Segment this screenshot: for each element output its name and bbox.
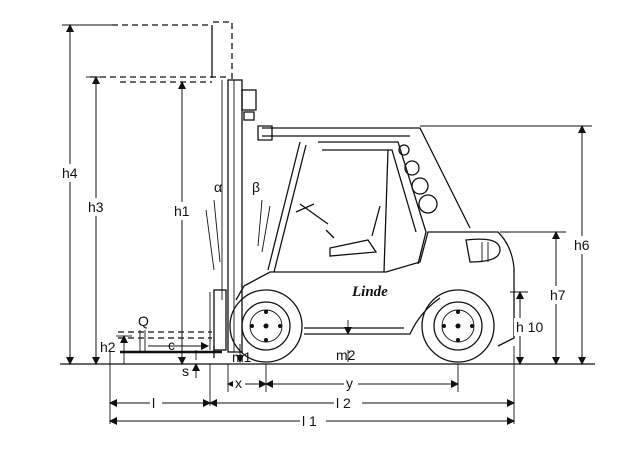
brand-logo: Linde <box>351 284 388 300</box>
label-alpha: α <box>214 179 222 195</box>
dimension-h10: h 10 <box>510 291 548 365</box>
label-beta: β <box>252 179 260 195</box>
dimension-h2: h2 <box>100 335 132 364</box>
dimension-l1: l 1 <box>109 412 515 429</box>
label-y: y <box>346 375 353 391</box>
label-m2: m2 <box>336 347 356 363</box>
dimension-h1: h1 <box>172 81 192 365</box>
front-wheel <box>229 289 303 363</box>
label-h3: h3 <box>88 199 104 215</box>
label-h10: h 10 <box>516 319 543 335</box>
label-h4: h4 <box>62 165 78 181</box>
label-l2: l 2 <box>336 395 351 411</box>
dimension-x: x <box>227 375 267 391</box>
label-x: x <box>235 375 242 391</box>
label-c: c <box>168 337 175 353</box>
dimension-l: l <box>109 394 211 411</box>
mast <box>209 79 257 353</box>
label-m1: m1 <box>232 349 252 365</box>
forks <box>118 330 222 358</box>
dimension-h4: h4 <box>60 24 112 365</box>
dimension-l2: l 2 <box>209 394 515 411</box>
rear-wheel <box>421 289 495 363</box>
tilt-angle-rays <box>205 199 271 271</box>
label-h1: h1 <box>174 203 190 219</box>
label-l: l <box>152 395 155 411</box>
dimension-m1: m1 <box>232 344 252 365</box>
label-h6: h6 <box>574 237 590 253</box>
dimension-c: c <box>148 337 209 353</box>
raised-carriage <box>90 21 233 83</box>
truck-body <box>235 125 515 347</box>
label-h7: h7 <box>550 287 566 303</box>
label-s: s <box>182 363 189 379</box>
label-l1: l 1 <box>302 413 317 429</box>
dimension-h6: h6 <box>420 125 596 365</box>
label-h2: h2 <box>100 339 116 355</box>
dimension-y: y <box>265 375 459 391</box>
dimension-h7: h7 <box>500 231 570 365</box>
label-q: Q <box>138 313 149 329</box>
dimension-h3: h3 <box>86 76 106 365</box>
dimension-m2: m2 <box>336 320 356 363</box>
dimension-s: s <box>182 350 200 379</box>
